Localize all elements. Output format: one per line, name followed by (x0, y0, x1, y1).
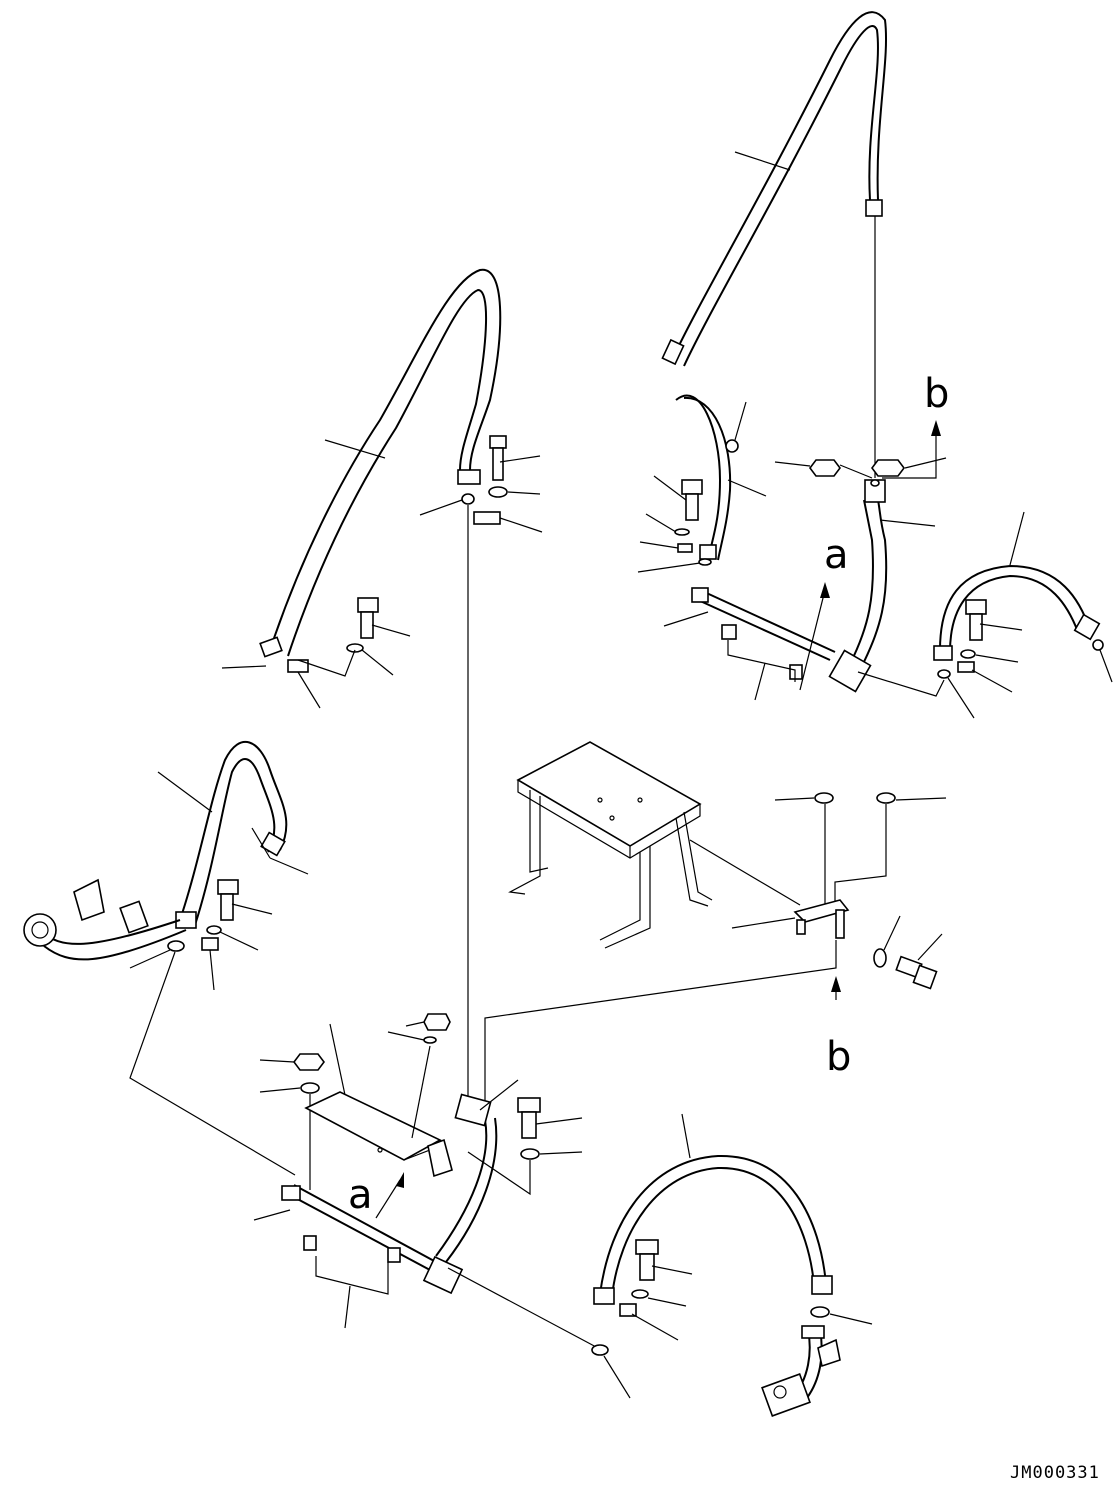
hose-fitting (811, 1275, 833, 1295)
bolt-left (217, 879, 239, 921)
pipe-bottom-left (281, 1093, 498, 1295)
o-ring (1092, 639, 1104, 651)
label-a-bottom: a (348, 1172, 373, 1218)
label-b-top: b (924, 371, 949, 417)
clamp (619, 1303, 637, 1317)
bolt-right-small (965, 599, 987, 641)
washer (960, 649, 976, 659)
hose-fitting (661, 338, 685, 366)
hose-fitting (259, 636, 283, 658)
hose-bottom-right (593, 1154, 833, 1305)
o-ring (461, 493, 475, 505)
o-ring (167, 940, 185, 952)
o-ring (591, 1344, 609, 1356)
hose-left (175, 740, 288, 929)
pipe-flange (691, 587, 709, 603)
hose-right-small (933, 564, 1101, 661)
bolt-center-right (895, 955, 938, 990)
o-ring (725, 439, 739, 453)
bolt-bottom-right (635, 1239, 659, 1281)
nut-bottom-left (293, 1053, 325, 1071)
hose-fitting (260, 831, 286, 857)
washer (873, 948, 887, 968)
elbow-pipe-left (23, 878, 187, 961)
washer (300, 1082, 320, 1094)
washer (488, 486, 508, 498)
clamp (201, 937, 219, 951)
pipe-flange (281, 1185, 301, 1201)
bracket-frame (508, 741, 713, 949)
washer (520, 1148, 540, 1160)
clamp (473, 511, 501, 525)
label-b-mid: b (826, 1034, 851, 1080)
washer (674, 528, 690, 536)
plate-center-right (793, 899, 850, 939)
elbow-pipe-bottom-right (761, 1325, 841, 1417)
pipe-top-right (675, 394, 888, 693)
hose-top-center (259, 268, 502, 658)
washer (346, 643, 364, 653)
hose-fitting (933, 645, 953, 661)
nut-center-left (809, 459, 841, 477)
arrow-b-mid (831, 976, 841, 992)
arrow-a-bottom (396, 1172, 404, 1188)
washer (876, 792, 896, 804)
washer (206, 925, 222, 935)
arrow-a-top (820, 582, 830, 598)
hose-fitting (457, 469, 481, 485)
o-ring (870, 479, 880, 487)
label-a-top: a (824, 532, 849, 578)
nut-bottom-center (423, 1013, 451, 1031)
o-ring (810, 1306, 830, 1318)
washer (423, 1036, 437, 1044)
pipe-flange (828, 649, 872, 693)
bolt-mid-left (357, 597, 379, 639)
o-ring (937, 669, 951, 679)
clamp (677, 543, 693, 553)
washer (631, 1289, 649, 1299)
clamp (957, 661, 975, 673)
u-clip (303, 1235, 317, 1251)
washer (814, 792, 834, 804)
pipe-flange (422, 1255, 464, 1295)
o-ring (698, 558, 712, 566)
u-clip (721, 624, 737, 640)
bolt-top-center (489, 435, 507, 481)
bracket-plate-bottom (304, 1091, 453, 1178)
bolt-top-right-pipe (681, 479, 703, 521)
u-clip (387, 1247, 401, 1263)
bolt-bottom-center (517, 1097, 541, 1139)
hose-fitting (865, 199, 883, 217)
hose-fitting (1073, 613, 1101, 641)
u-clip (789, 664, 803, 680)
pipe-flange (454, 1093, 492, 1127)
hose-fitting (175, 911, 197, 929)
nut-center-right (871, 459, 905, 477)
fitting (699, 544, 717, 560)
drawing-code: JM000331 (1010, 1463, 1100, 1483)
hose-fitting (593, 1287, 615, 1305)
arrow-b-top (931, 420, 941, 436)
hose-top-right-long (661, 11, 888, 478)
